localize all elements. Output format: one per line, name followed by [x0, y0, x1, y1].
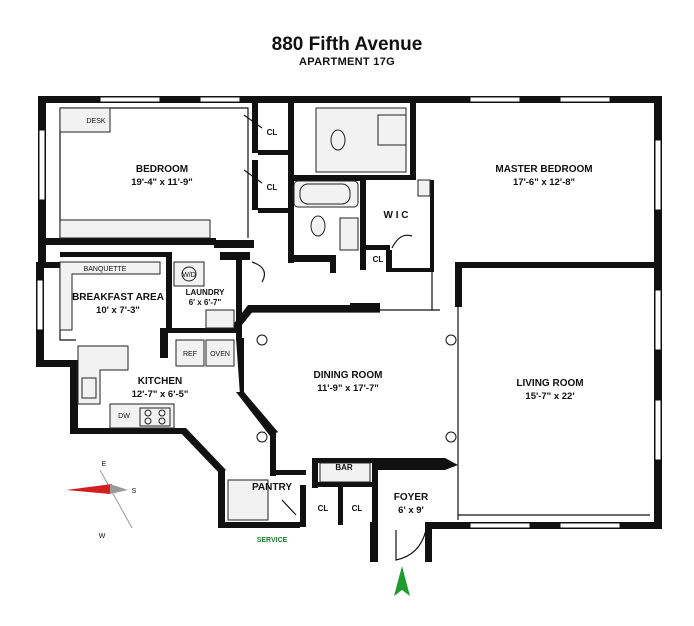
- dining-room-dim: 11'-9" x 17'-7": [317, 383, 379, 394]
- compass: E S W: [66, 461, 137, 540]
- compass-e: E: [102, 461, 107, 468]
- room-labels: BEDROOM 19'-4" x 11'-9" MASTER BEDROOM 1…: [72, 118, 593, 544]
- bedroom-dim: 19'-4" x 11'-9": [131, 177, 193, 188]
- breakfast-area-name: BREAKFAST AREA: [72, 292, 164, 303]
- entry-arrow-icon: [394, 566, 410, 596]
- laundry-dim: 6' x 6'-7": [189, 298, 222, 307]
- sink-icon: [81, 377, 97, 399]
- living-room-name: LIVING ROOM: [516, 378, 583, 389]
- laundry-name: LAUNDRY: [186, 288, 225, 297]
- living-room-dim: 15'-7" x 22': [525, 391, 574, 402]
- kitchen-name: KITCHEN: [138, 376, 182, 387]
- closet-label-2: CL: [267, 183, 278, 192]
- foyer-dim: 6' x 9': [398, 505, 424, 516]
- desk: [59, 107, 111, 133]
- plan-title: 880 Fifth Avenue: [271, 34, 423, 55]
- interior-walls: [46, 103, 655, 527]
- closet-label-5: CL: [352, 504, 363, 513]
- desk-label: DESK: [86, 118, 105, 125]
- bar-name: BAR: [335, 463, 353, 472]
- compass-needle-icon: [66, 484, 112, 494]
- banquette: [59, 261, 161, 331]
- dw-label: DW: [118, 413, 130, 420]
- master-bedroom-name: MASTER BEDROOM: [495, 164, 592, 175]
- pantry-name: PANTRY: [252, 482, 292, 493]
- ref-label: REF: [183, 351, 197, 358]
- fixtures: [59, 107, 431, 521]
- plan-subtitle: APARTMENT 17G: [299, 56, 395, 68]
- stove-icon: [139, 407, 171, 427]
- oven-label: OVEN: [210, 351, 230, 358]
- kitchen-dim: 12'-7" x 6'-5": [132, 389, 189, 400]
- compass-tail-icon: [110, 484, 128, 494]
- toilet-icon: [330, 129, 346, 151]
- bedroom-name: BEDROOM: [136, 164, 188, 175]
- banquette-label: BANQUETTE: [84, 266, 127, 273]
- foyer-name: FOYER: [394, 492, 429, 503]
- columns: [256, 334, 457, 443]
- dining-room-name: DINING ROOM: [314, 370, 383, 381]
- master-bedroom-dim: 17'-6" x 12'-8": [513, 177, 575, 188]
- wic-name: W I C: [384, 210, 409, 221]
- breakfast-area-dim: 10' x 7'-3": [96, 305, 140, 316]
- service-label: SERVICE: [257, 537, 288, 544]
- compass-w: W: [99, 533, 106, 540]
- wd-label: W/D: [182, 272, 196, 279]
- closet-label-3: CL: [373, 255, 384, 264]
- compass-s: S: [132, 488, 137, 495]
- closet-label-4: CL: [318, 504, 329, 513]
- oven: [205, 339, 235, 367]
- doors: [243, 114, 427, 561]
- refrigerator: [175, 339, 205, 367]
- toilet-icon-2: [310, 215, 326, 237]
- closet-label-1: CL: [267, 128, 278, 137]
- windows: [36, 96, 662, 529]
